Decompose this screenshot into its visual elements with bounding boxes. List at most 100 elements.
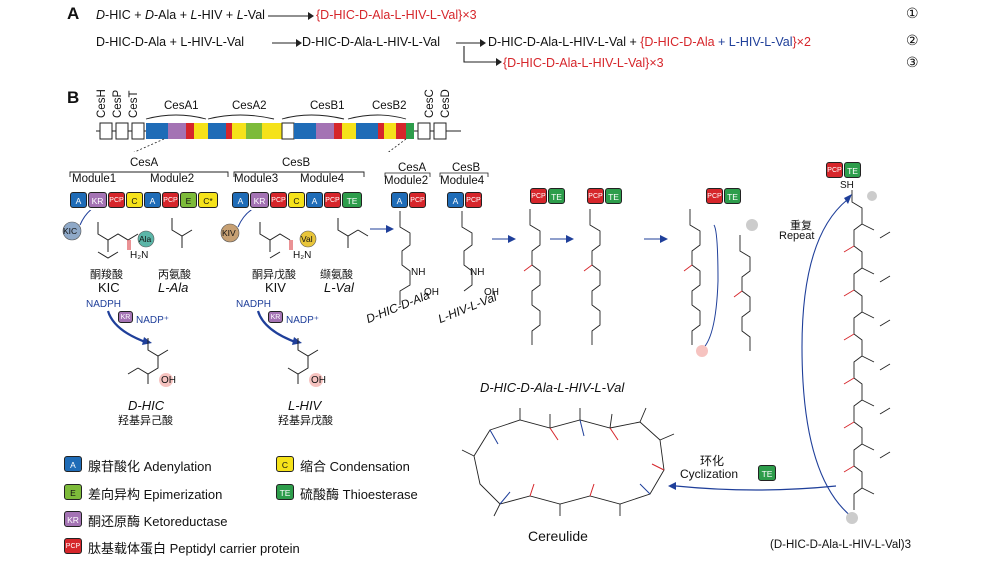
panel-b-label: B	[67, 88, 80, 107]
domain-a-m1: A	[70, 192, 87, 208]
nadph-2: NADPH	[236, 299, 272, 310]
h2n-ala: H₂N	[130, 250, 149, 261]
reaction-1-substrates: D-HIC + D-Ala + L-HIV + L-Val	[96, 8, 265, 22]
reaction-2-number: ②	[906, 32, 919, 48]
module3-label: Module3	[234, 173, 279, 185]
kiv-en: KIV	[265, 280, 286, 295]
module-label-cesb2: CesB2	[372, 100, 407, 112]
val-cn: 缬氨酸	[320, 269, 353, 281]
nh-1: NH	[411, 267, 426, 278]
domain-c-m2: C	[126, 192, 143, 208]
lhiv-cn: 羟基异戊酸	[278, 415, 333, 427]
cyclization-arrow	[668, 482, 837, 491]
cesa-mod2-sub: Module2	[384, 175, 429, 187]
domain-pcp-cesa-mod2: PCP	[409, 192, 426, 208]
legend-a-text: 腺苷酸化 Adenylation	[88, 459, 212, 474]
reaction-3-number: ③	[906, 54, 919, 70]
module1-label: Module1	[72, 173, 117, 185]
reaction-2-arrow-2	[456, 39, 486, 47]
gene-cluster-map	[96, 114, 461, 152]
reaction-3-product: {D-HIC-D-Ala-L-HIV-L-Val}×3	[503, 56, 664, 70]
domain-kr-m3: KR	[250, 192, 269, 208]
module-label-cesa1: CesA1	[164, 100, 199, 112]
kic-en: KIC	[98, 280, 120, 295]
domain-pcp-m4: PCP	[324, 192, 341, 208]
ala-cn: 丙氨酸	[158, 269, 191, 281]
badge-kic: KIC	[63, 226, 78, 236]
linear-chain-structure	[801, 190, 891, 524]
domain-e-m2: E	[180, 192, 197, 208]
domain-te-final: TE	[844, 162, 861, 178]
cesb-mod4-sub: Module4	[440, 175, 485, 187]
legend-kr-text: 酮还原酶 Ketoreductase	[88, 514, 228, 529]
oh-lhiv: OH	[311, 375, 326, 386]
legend-kr-swatch: KR	[64, 511, 82, 527]
domain-a-cesb-mod4: A	[447, 192, 464, 208]
dhic-en: D-HIC	[128, 398, 165, 413]
kr-badge-1: KR	[118, 311, 133, 323]
domain-pcp-final: PCP	[826, 162, 843, 178]
repeat-cn: 重复	[790, 220, 812, 232]
legend-pcp-swatch: PCP	[64, 538, 82, 554]
legend-e-swatch: E	[64, 484, 82, 500]
dhic-cn: 羟基异己酸	[118, 415, 173, 427]
legend-te-swatch: TE	[276, 484, 294, 500]
legend-pcp-text: 肽基载体蛋白 Peptidyl carrier protein	[88, 541, 300, 556]
reaction-1-product: {D-HIC-D-Ala-L-HIV-L-Val}×3	[316, 8, 477, 22]
domain-pcp-step1: PCP	[530, 188, 547, 204]
domain-te-step2: TE	[605, 188, 622, 204]
cereulide-structure	[461, 407, 675, 517]
lhiv-en: L-HIV	[288, 398, 322, 413]
kiv-cn: 酮异戊酸	[252, 269, 296, 281]
cesb-label: CesB	[282, 157, 311, 169]
reaction-2-substrates: D-HIC-D-Ala + L-HIV-L-Val	[96, 35, 245, 49]
domain-a-m4: A	[306, 192, 323, 208]
nadp-1: NADP⁺	[136, 315, 170, 326]
reaction-1-number: ①	[906, 5, 919, 21]
legend-e-text: 差向异构 Epimerization	[88, 487, 223, 502]
domain-c-m4: C	[288, 192, 305, 208]
reaction-2-intermediate: D-HIC-D-Ala-L-HIV-L-Val	[302, 35, 440, 49]
cyclization-en: Cyclization	[680, 467, 739, 481]
legend-te-text: 硫酸酶 Thioesterase	[300, 487, 418, 502]
domain-pcp-step2: PCP	[587, 188, 604, 204]
cesa-mod2-title: CesA	[398, 162, 427, 174]
repeat-en: Repeat	[779, 230, 815, 242]
val-en: L-Val	[324, 280, 354, 295]
oh-2: OH	[484, 287, 499, 298]
reduced-structures	[127, 338, 323, 387]
module-label-cesb1: CesB1	[310, 100, 345, 112]
cesa-cesb-brackets	[69, 171, 365, 177]
oh-1: OH	[424, 287, 439, 298]
domain-kr-m1: KR	[88, 192, 107, 208]
cyclization-cn: 环化	[700, 454, 725, 468]
domain-cstar-m2: C*	[198, 192, 218, 208]
oh-dhic: OH	[161, 375, 176, 386]
badge-kiv: KIV	[222, 228, 236, 238]
domain-te-m4: TE	[342, 192, 362, 208]
ala-en: L-Ala	[158, 280, 189, 295]
legend-c-swatch: C	[276, 456, 294, 472]
reaction-2-arrow-1	[272, 39, 302, 47]
cesa-label: CesA	[130, 157, 159, 169]
domain-a-cesa-mod2: A	[391, 192, 408, 208]
domain-a-m2: A	[144, 192, 161, 208]
domain-pcp-cesb-mod4: PCP	[465, 192, 482, 208]
h2n-val: H₂N	[293, 250, 312, 261]
elongation-chain-structures	[370, 209, 758, 357]
module-label-cesa2: CesA2	[232, 100, 267, 112]
domain-pcp-m2: PCP	[162, 192, 179, 208]
domain-a-m3: A	[232, 192, 249, 208]
nadp-2: NADP⁺	[286, 315, 320, 326]
reduction-arrows	[106, 310, 302, 345]
domain-pcp-step3: PCP	[706, 188, 723, 204]
kic-cn: 酮羧酸	[90, 269, 123, 281]
panel-a-label: A	[67, 4, 80, 23]
badge-val: Val	[301, 234, 313, 244]
reaction-2-product: D-HIC-D-Ala-L-HIV-L-Val + {D-HIC-D-Ala +…	[488, 35, 811, 49]
tetrapeptide-label: D-HIC-D-Ala-L-HIV-L-Val	[480, 380, 625, 395]
legend-c-text: 缩合 Condensation	[300, 459, 410, 474]
legend-a-swatch: A	[64, 456, 82, 472]
linear-product-label: (D-HIC-D-Ala-L-HIV-L-Val)3	[770, 539, 911, 551]
domain-pcp-m3: PCP	[270, 192, 287, 208]
